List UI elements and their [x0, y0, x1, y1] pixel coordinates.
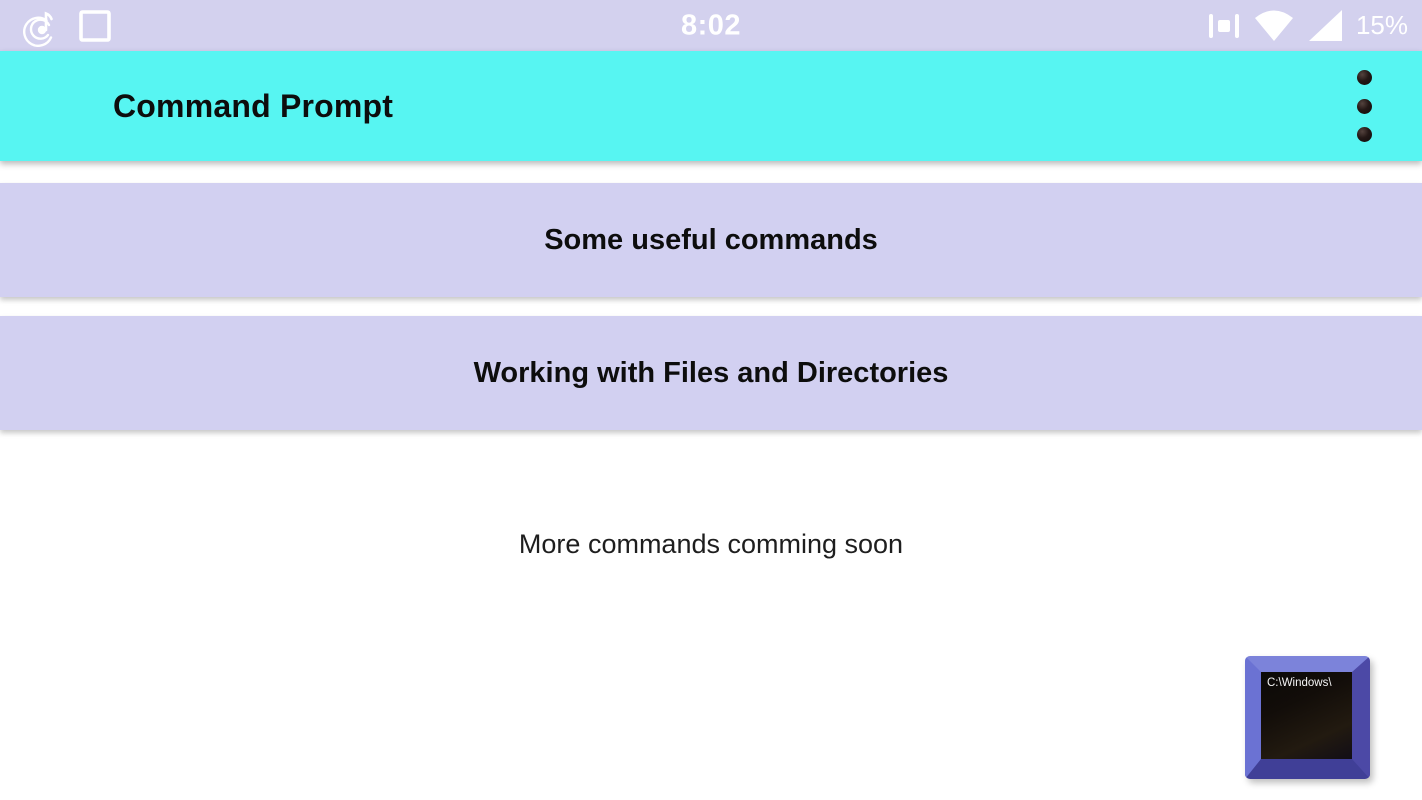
button-some-useful-commands[interactable]: Some useful commands: [0, 183, 1422, 297]
command-prompt-app-icon[interactable]: C:\Windows\: [1245, 656, 1370, 779]
page-title: Command Prompt: [113, 87, 394, 124]
vibrate-icon: [1208, 13, 1239, 38]
battery-percentage: 15%: [1355, 10, 1408, 40]
terminal-prompt-text: C:\Windows\: [1267, 677, 1332, 689]
overflow-dot-icon: [1356, 98, 1372, 114]
status-bar-notification-icons: [20, 0, 112, 51]
status-bar: 8:02 15%: [0, 0, 1422, 51]
cellular-signal-icon: [1308, 9, 1342, 41]
coming-soon-text: More commands comming soon: [518, 529, 904, 559]
main-content: Some useful commands Working with Files …: [0, 161, 1422, 560]
wifi-icon: [1254, 10, 1293, 41]
overflow-menu-button[interactable]: [1342, 64, 1386, 148]
music-note-icon: [23, 11, 53, 47]
status-bar-system-icons: 15%: [1205, 0, 1408, 51]
clock: 8:02: [680, 9, 742, 41]
overflow-dot-icon: [1356, 70, 1372, 85]
square-outline-icon: [79, 9, 111, 42]
app-bar: Command Prompt: [0, 51, 1422, 161]
overflow-dot-icon: [1356, 127, 1372, 142]
terminal-screen: C:\Windows\: [1261, 672, 1352, 759]
button-working-with-files-and-directories[interactable]: Working with Files and Directories: [0, 316, 1422, 430]
